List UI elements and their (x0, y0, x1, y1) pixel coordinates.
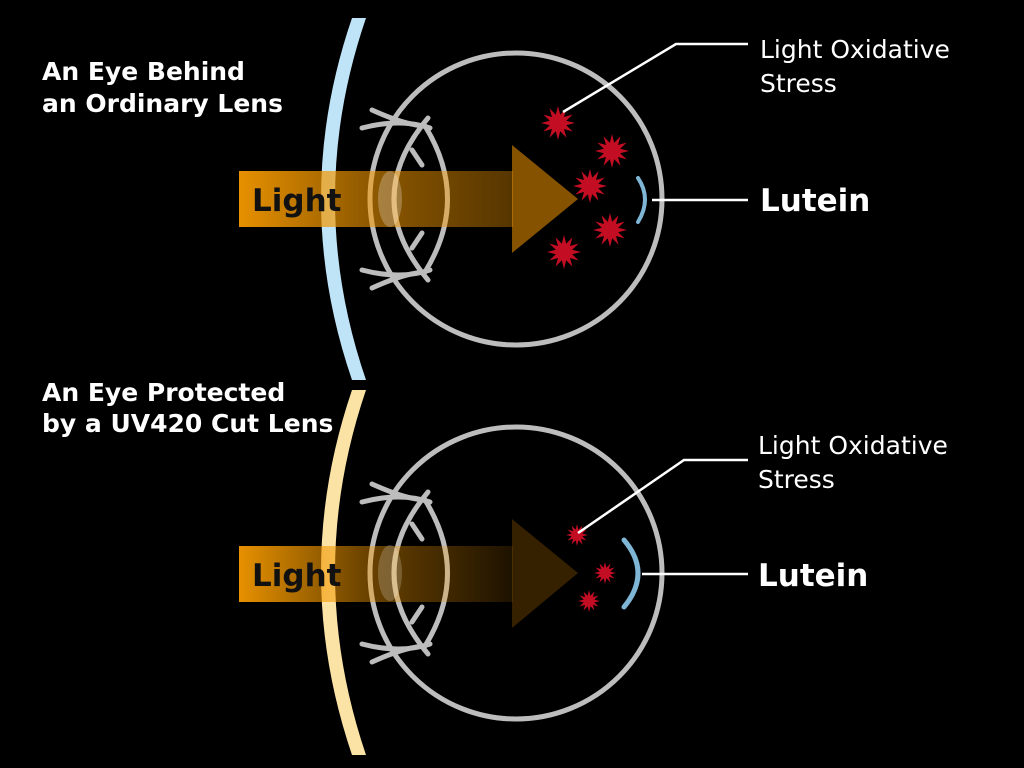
eyeglass-lens (321, 18, 366, 380)
stress-label-line2: Stress (758, 465, 835, 494)
stress-label-line1: Light Oxidative (760, 35, 950, 64)
light-beam (239, 519, 578, 628)
stress-leader-line (562, 42, 748, 114)
stress-leader-line (577, 458, 748, 535)
panel-title-line1: An Eye Protected (42, 378, 285, 407)
panel-title-line2: an Ordinary Lens (42, 89, 283, 118)
lutein-macula (636, 176, 647, 224)
stress-mark (578, 590, 600, 612)
stress-mark (547, 235, 581, 269)
light-beam (239, 145, 578, 253)
stress-mark (594, 562, 616, 584)
stress-mark (541, 106, 575, 140)
lutein-label: Lutein (758, 558, 868, 594)
lutein-macula (621, 537, 641, 610)
stress-marks (566, 524, 616, 612)
stress-label-line2: Stress (760, 69, 837, 98)
eyeglass-lens (321, 390, 366, 755)
lutein-label: Lutein (760, 183, 870, 219)
panel-ordinary-lens: An Eye Behind an Ordinary Lens Light (42, 18, 950, 380)
stress-mark (566, 524, 588, 546)
panel-title-line2: by a UV420 Cut Lens (42, 409, 333, 438)
panel-uv420-lens: An Eye Protected by a UV420 Cut Lens Lig… (42, 378, 948, 755)
stress-mark (595, 134, 629, 168)
stress-label-line1: Light Oxidative (758, 431, 948, 460)
stress-mark (573, 169, 607, 203)
light-label: Light (252, 558, 342, 594)
stress-mark (593, 213, 627, 247)
light-label: Light (252, 183, 342, 219)
panel-title-line1: An Eye Behind (42, 57, 245, 86)
stress-marks (541, 106, 629, 269)
